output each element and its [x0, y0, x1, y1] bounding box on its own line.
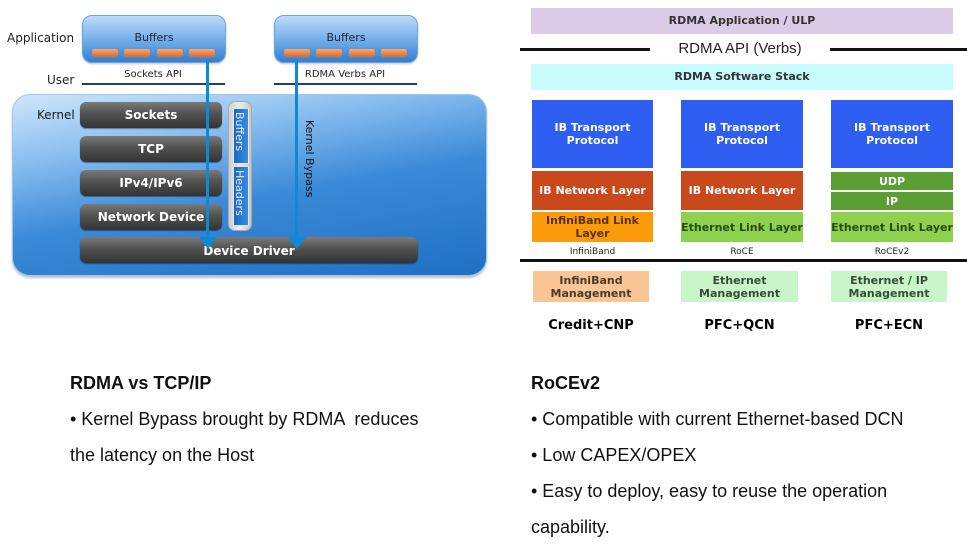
congestion-control-rocev2: PFC+ECN [854, 318, 924, 333]
buffer-block [381, 49, 407, 57]
congestion-control-roce: PFC+QCN [704, 318, 775, 333]
management-ethernet: Ethernet Management [681, 271, 798, 302]
congestion-control-infiniband: Credit+CNP [548, 318, 634, 333]
device-driver-layer: Device Driver [80, 237, 418, 263]
rdma-app-buffers-title: Buffers [326, 31, 366, 44]
api-divider-left [520, 48, 650, 51]
buffers-vertical-label: Buffers [233, 112, 246, 152]
rocev2-heading: RoCEv2 [531, 373, 601, 393]
sockets-api-label: Sockets API [124, 69, 182, 80]
rdma-verbs-api-divider [274, 83, 417, 85]
sockets-api-divider [82, 83, 225, 85]
layer-ib-network: IB Network Layer [532, 171, 653, 210]
layer-ethernet-link: Ethernet Link Layer [681, 212, 803, 242]
layer-ib-transport: IB Transport Protocol [532, 100, 653, 168]
rdma-vs-tcp-bullet-line-2: the latency on the Host [70, 445, 255, 465]
stack-name-infiniband: InfiniBand [569, 247, 616, 257]
buffers-headers-column: Buffers Headers [228, 101, 252, 231]
sockets-path-arrow-line [206, 61, 209, 239]
buffers-cell [233, 108, 249, 164]
stack-name-roce: RoCE [730, 247, 754, 257]
buffer-block [124, 49, 150, 57]
kernel-bypass-label: Kernel Bypass [303, 120, 316, 198]
layer-ib-transport: IB Transport Protocol [681, 100, 803, 168]
rocev2-bullet: • Low CAPEX/OPEX [531, 445, 697, 465]
management-infiniband: InfiniBand Management [533, 271, 649, 302]
buffer-block [92, 49, 118, 57]
rocev2-bullet: • Easy to deploy, easy to reuse the oper… [531, 481, 888, 501]
buffer-block [157, 49, 183, 57]
user-row-label: User [47, 73, 75, 87]
buffer-block [349, 49, 375, 57]
rdma-software-stack-bar: RDMA Software Stack [531, 64, 953, 90]
application-row-label: Application [7, 31, 75, 45]
sockets-app-buffers-title: Buffers [134, 31, 174, 44]
layer-ip: IP [831, 192, 953, 210]
sockets-path-arrow-icon [199, 237, 217, 249]
sockets-app-buffers-box: Buffers [82, 15, 226, 63]
kernel-layer-sockets: Sockets [80, 102, 222, 128]
bypass-path-arrow-icon [288, 237, 306, 249]
stack-baseline-divider [520, 259, 967, 262]
layer-udp: UDP [831, 172, 953, 190]
layer-infiniband-link: InfiniBand Link Layer [532, 212, 653, 242]
kernel-layer-tcp: TCP [80, 136, 222, 162]
buffer-block [189, 49, 215, 57]
rdma-vs-tcp-heading: RDMA vs TCP/IP [70, 373, 212, 393]
rdma-vs-tcp-bullet-line-1: • Kernel Bypass brought by RDMA reduces [70, 409, 419, 429]
kernel-layer-network-device: Network Device [80, 204, 222, 230]
buffer-block [284, 49, 310, 57]
layer-ethernet-link: Ethernet Link Layer [831, 212, 953, 242]
rdma-api-label: RDMA API (Verbs) [678, 40, 802, 57]
layer-ib-transport: IB Transport Protocol [831, 100, 953, 168]
headers-vertical-label: Headers [233, 170, 246, 216]
rocev2-bullet: • Compatible with current Ethernet-based… [531, 409, 904, 429]
kernel-layer-ip: IPv4/IPv6 [80, 170, 222, 196]
rdma-verbs-api-label: RDMA Verbs API [304, 69, 386, 80]
kernel-row-label: Kernel [37, 108, 75, 122]
bypass-path-arrow-line [295, 61, 298, 239]
headers-cell [233, 166, 249, 226]
stack-name-rocev2: RoCEv2 [874, 247, 910, 257]
rdma-application-bar: RDMA Application / ULP [531, 8, 953, 34]
layer-ib-network: IB Network Layer [681, 171, 803, 210]
rdma-app-buffers-box: Buffers [274, 15, 418, 63]
management-ethernet-ip: Ethernet / IP Management [831, 271, 947, 302]
rocev2-bullet-continuation: capability. [531, 517, 610, 537]
buffer-block [316, 49, 342, 57]
api-divider-right [830, 48, 967, 51]
